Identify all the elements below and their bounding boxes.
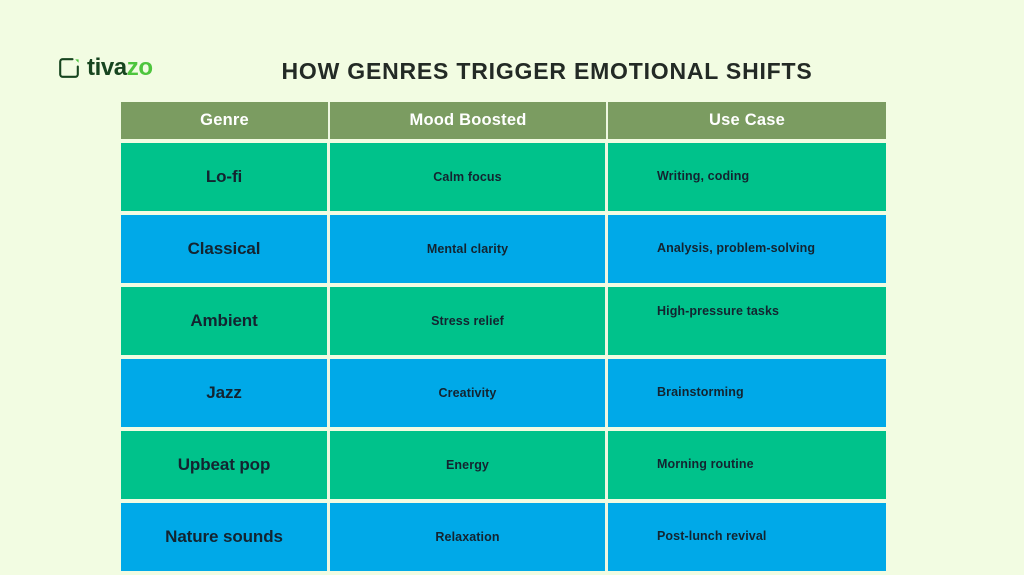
mood-label: Mental clarity bbox=[426, 242, 509, 256]
cell-mood: Mental clarity bbox=[330, 215, 608, 283]
cell-genre: Lo-fi bbox=[121, 143, 330, 211]
genre-label: Nature sounds bbox=[165, 527, 283, 546]
cell-mood: Stress relief bbox=[330, 287, 608, 355]
table-header-row: Genre Mood Boosted Use Case bbox=[121, 102, 886, 139]
mood-label: Relaxation bbox=[435, 530, 500, 544]
cell-mood: Relaxation bbox=[330, 503, 608, 571]
genre-label: Ambient bbox=[190, 311, 258, 330]
cell-genre: Nature sounds bbox=[121, 503, 330, 571]
use-case-label: Morning routine bbox=[657, 457, 754, 472]
cell-use-case: Brainstorming bbox=[608, 359, 886, 427]
mood-label: Stress relief bbox=[431, 314, 504, 328]
genre-label: Classical bbox=[187, 239, 261, 258]
brand-wordmark: tivazo bbox=[87, 56, 153, 80]
brand-name-primary: tiva bbox=[87, 54, 127, 81]
mood-label: Calm focus bbox=[433, 170, 502, 184]
cell-mood: Creativity bbox=[330, 359, 608, 427]
brand-logo[interactable]: tivazo bbox=[58, 53, 153, 83]
cell-mood: Energy bbox=[330, 431, 608, 499]
table-row: Upbeat pop Energy Morning routine bbox=[121, 431, 886, 499]
cell-genre: Ambient bbox=[121, 287, 330, 355]
cell-use-case: Post-lunch revival bbox=[608, 503, 886, 571]
genres-table: Genre Mood Boosted Use Case Lo-fi Calm f… bbox=[121, 102, 886, 571]
cell-use-case: High-pressure tasks bbox=[608, 287, 886, 355]
brand-name-accent: zo bbox=[126, 54, 153, 81]
use-case-label: Post-lunch revival bbox=[657, 529, 767, 544]
use-case-label: Brainstorming bbox=[657, 385, 744, 400]
use-case-label: High-pressure tasks bbox=[657, 304, 780, 318]
use-case-label: Writing, coding bbox=[657, 169, 750, 184]
use-case-label: Analysis, problem-solving bbox=[657, 241, 816, 256]
table-row: Ambient Stress relief High-pressure task… bbox=[121, 287, 886, 355]
genre-label: Jazz bbox=[206, 383, 242, 402]
bracket-arrow-icon bbox=[58, 57, 80, 79]
cell-genre: Upbeat pop bbox=[121, 431, 330, 499]
cell-mood: Calm focus bbox=[330, 143, 608, 211]
column-header-genre: Genre bbox=[121, 102, 330, 139]
table-row: Jazz Creativity Brainstorming bbox=[121, 359, 886, 427]
cell-use-case: Analysis, problem-solving bbox=[608, 215, 886, 283]
mood-label: Creativity bbox=[438, 386, 497, 400]
genre-label: Lo-fi bbox=[205, 167, 243, 186]
cell-use-case: Writing, coding bbox=[608, 143, 886, 211]
cell-genre: Jazz bbox=[121, 359, 330, 427]
table-row: Classical Mental clarity Analysis, probl… bbox=[121, 215, 886, 283]
table-row: Lo-fi Calm focus Writing, coding bbox=[121, 143, 886, 211]
mood-label: Energy bbox=[446, 458, 489, 472]
column-header-mood-boosted: Mood Boosted bbox=[330, 102, 608, 139]
cell-use-case: Morning routine bbox=[608, 431, 886, 499]
column-header-use-case: Use Case bbox=[608, 102, 886, 139]
table-row: Nature sounds Relaxation Post-lunch revi… bbox=[121, 503, 886, 571]
cell-genre: Classical bbox=[121, 215, 330, 283]
genre-label: Upbeat pop bbox=[177, 455, 271, 474]
page-title: HOW GENRES TRIGGER EMOTIONAL SHIFTS bbox=[281, 58, 813, 84]
